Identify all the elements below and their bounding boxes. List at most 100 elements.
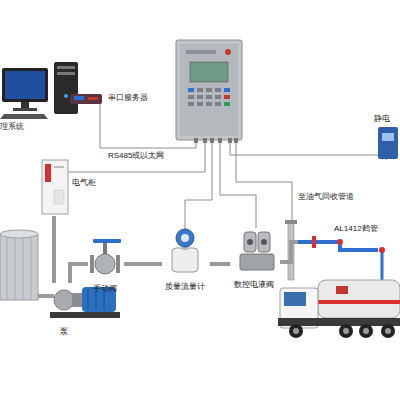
batch-controller-part [224, 88, 230, 92]
storage-tank-part [0, 234, 38, 300]
signal-wires-part [185, 142, 212, 230]
note-label: 至油气回收管道 [298, 192, 354, 201]
signal-wires-part [236, 142, 292, 222]
riser-pipe-part [285, 220, 297, 224]
pump-node: 泵 [46, 283, 120, 339]
batch-controller-part [206, 95, 212, 99]
loading-arm-node: AL1412鹤管 [298, 222, 398, 262]
mass-flowmeter [172, 229, 198, 272]
loading-arm-part [381, 250, 384, 280]
electrical-cabinet-part [45, 164, 51, 182]
computer-monitor [0, 68, 48, 119]
pump-part [54, 290, 74, 310]
storage-tank-part [31, 238, 32, 300]
control-valve-node: 数控电液阀 [230, 224, 280, 294]
batch-controller-part [224, 102, 230, 106]
device-label: 电气柜 [72, 178, 96, 187]
serial-server [70, 94, 102, 104]
serial-server-part [70, 94, 102, 104]
batch-controller-part [215, 95, 221, 99]
control-valve-part [247, 239, 253, 245]
batch-controller-part [197, 88, 203, 92]
control-valve-part [258, 232, 270, 252]
batch-controller-part [234, 138, 238, 143]
batch-controller-part [203, 138, 207, 143]
manual-valve-part [103, 242, 107, 254]
tank-truck-part [363, 328, 369, 334]
batch-controller-part [228, 138, 232, 143]
pump-part [50, 312, 120, 318]
tank-truck-part [293, 328, 299, 334]
tank-truck-part [318, 280, 400, 318]
batch-controller-part [188, 88, 194, 92]
batch-controller-part [188, 95, 194, 99]
pipe-connector [52, 216, 56, 283]
device-label: 数控电液阀 [234, 280, 274, 289]
computer-monitor-part [5, 71, 45, 99]
tank-pipe-part [38, 294, 54, 298]
serial-server-part [88, 97, 98, 100]
pipe-connector [124, 262, 162, 266]
storage-tank [0, 230, 38, 300]
computer-node: 理系统 [0, 60, 82, 134]
tank-truck-part [336, 286, 348, 294]
batch-controller-part [224, 95, 230, 99]
tank-truck-part [343, 328, 349, 334]
batch-controller [176, 40, 242, 143]
batch-controller-part [194, 138, 198, 143]
batch-controller-part [215, 102, 221, 106]
mass-flowmeter-part [172, 248, 198, 272]
storage-tank-part [0, 230, 38, 238]
control-valve-part [244, 232, 256, 252]
tank-truck-part [284, 292, 306, 306]
batch-controller-part [215, 88, 221, 92]
control-valve-part [261, 239, 267, 245]
pump-part [72, 293, 82, 307]
device-label: 泵 [60, 327, 68, 336]
device-label: 静电 [374, 114, 390, 123]
control-valve-part [240, 254, 274, 270]
computer-tower-part [57, 66, 75, 69]
cabinet-node: 电气柜 [40, 158, 104, 216]
manual-valve [90, 239, 121, 274]
storage-tank-part [15, 238, 16, 300]
computer-tower [54, 62, 78, 114]
static-grounding-device-part [382, 133, 394, 141]
static-grounding-device [378, 127, 398, 159]
loading-arm-part [379, 247, 385, 253]
computer-monitor-part [2, 68, 48, 102]
note-label: RS485或以太网 [108, 151, 164, 160]
storage-tank-part [7, 238, 8, 300]
loading-arm-part [312, 236, 316, 248]
manual-valve-part [93, 239, 121, 243]
signal-wires-part [230, 142, 386, 160]
computer-monitor-part [21, 102, 29, 108]
storage-tank-part [23, 238, 24, 300]
loading-arm-part [337, 239, 343, 245]
computer-monitor-part [0, 114, 48, 119]
batch-controller-part [180, 44, 238, 136]
control-valve [240, 232, 274, 270]
manual-valve-part [95, 254, 115, 274]
pipe-connector [280, 242, 298, 262]
batch-controller-part [197, 95, 203, 99]
device-label: 质量流量计 [165, 282, 205, 291]
batch-controller-part [225, 49, 231, 55]
pipe-connector [70, 264, 88, 283]
tank-truck-part [289, 324, 303, 338]
electrical-cabinet-part [54, 190, 64, 204]
manual-valve-part [116, 255, 120, 273]
computer-tower-part [64, 94, 68, 98]
manual-valve-part [90, 255, 94, 273]
serial-server-part [74, 96, 84, 100]
valve-node: 手动阀 [88, 234, 124, 298]
device-label: 手动阀 [93, 284, 117, 293]
batch-controller-part [190, 62, 228, 82]
electrical-cabinet [42, 160, 68, 214]
batch-controller-part [218, 138, 222, 143]
batch-controller-part [206, 102, 212, 106]
batch-controller-part [176, 40, 242, 140]
batch-controller-part [197, 102, 203, 106]
electrical-cabinet-part [54, 166, 64, 168]
